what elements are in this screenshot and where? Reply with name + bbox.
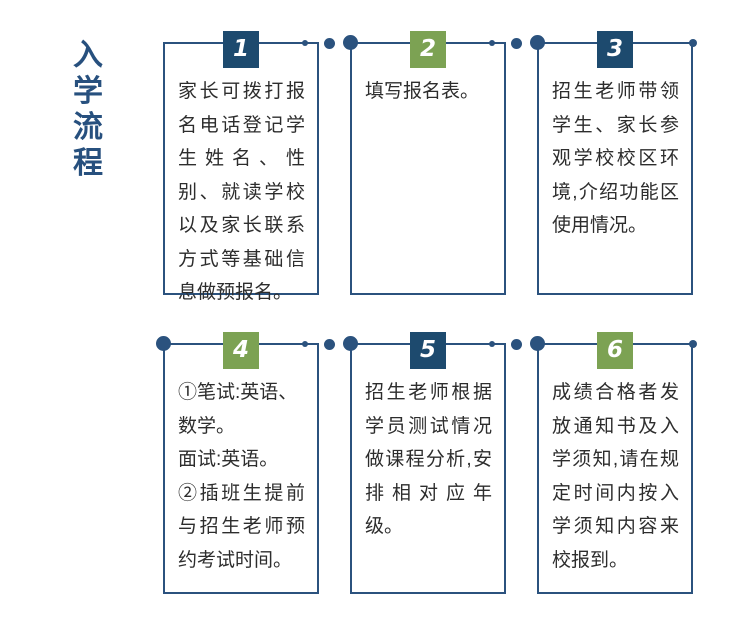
step-number-badge: 1 (223, 31, 259, 68)
small-dot-icon (689, 339, 697, 348)
step-text: 成绩合格者发放通知书及入学须知,请在规定时间内按入学须知内容来校报到。 (552, 382, 679, 571)
corner-dot-icon (530, 35, 545, 50)
small-dot-icon (302, 340, 308, 347)
step-number-badge: 5 (410, 332, 446, 369)
medium-dot-icon (324, 37, 335, 49)
medium-dot-icon (324, 338, 335, 350)
step-box-6: 6 成绩合格者发放通知书及入学须知,请在规定时间内按入学须知内容来校报到。 (530, 332, 697, 594)
corner-dot-icon (530, 336, 545, 351)
step-box-4: 4 ①笔试:英语、 数学。 面试:英语。 ②插班生提前与招生老师预约考试时间。 (156, 332, 335, 594)
step-number-badge: 2 (410, 31, 446, 68)
corner-dot-icon (343, 336, 358, 351)
step-box-5: 5 招生老师根据学员测试情况做课程分析,安排相对应年级。 (343, 332, 522, 594)
medium-dot-icon (511, 37, 522, 49)
small-dot-icon (489, 340, 495, 347)
corner-dot-icon (156, 336, 171, 351)
corner-dot-icon (343, 35, 358, 50)
page-title-char: 流 (73, 111, 103, 144)
step-number-badge: 6 (597, 332, 633, 369)
step-text: 填写报名表。 (365, 81, 480, 102)
step-text: ①笔试:英语、 数学。 面试:英语。 ②插班生提前与招生老师预约考试时间。 (178, 382, 305, 571)
step-text: 招生老师根据学员测试情况做课程分析,安排相对应年级。 (365, 382, 492, 537)
medium-dot-icon (511, 338, 522, 350)
small-dot-icon (302, 39, 308, 46)
small-dot-icon (689, 38, 697, 47)
step-box-1: 1 家长可拨打报名电话登记学生姓名、性别、就读学校以及家长联系方式等基础信息做预… (163, 31, 335, 303)
page-title-char: 入 (73, 39, 103, 72)
page-title-char: 程 (73, 147, 103, 180)
step-box-3: 3 招生老师带领学生、家长参观学校校区环境,介绍功能区使用情况。 (530, 31, 697, 295)
step-number-badge: 3 (597, 31, 633, 68)
step-text: 家长可拨打报名电话登记学生姓名、性别、就读学校以及家长联系方式等基础信息做预报名… (178, 81, 305, 303)
page-title-char: 学 (73, 75, 103, 108)
step-text: 招生老师带领学生、家长参观学校校区环境,介绍功能区使用情况。 (552, 81, 679, 236)
step-number-badge: 4 (223, 332, 259, 369)
small-dot-icon (489, 39, 495, 46)
step-box-2: 2 填写报名表。 (343, 31, 522, 295)
page-title: 入 学 流 程 (62, 38, 114, 182)
